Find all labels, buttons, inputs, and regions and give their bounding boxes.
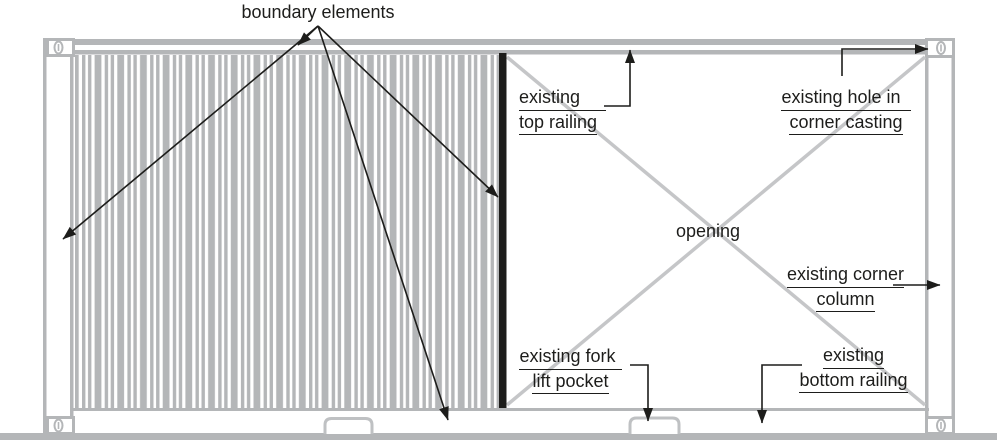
leader-top-railing — [604, 49, 635, 107]
top-railing-inner — [75, 50, 925, 55]
corner-casting-bottom-right — [925, 416, 955, 435]
label-text: opening — [676, 221, 741, 241]
label-text: corner casting — [789, 111, 903, 135]
label-text: lift pocket — [532, 370, 609, 394]
label-opening: opening — [676, 220, 740, 244]
label-text: existing hole in — [781, 86, 911, 111]
left-corner-column-outer — [43, 38, 47, 433]
fork-lift-pockets — [323, 416, 681, 434]
label-existing-corner-column: existing corner column — [777, 263, 914, 312]
label-text: existing fork — [519, 345, 622, 370]
leader-bottom-railing — [757, 364, 802, 424]
leader-fork-pocket — [630, 364, 653, 422]
label-existing-bottom-railing: existing bottom railing — [788, 344, 919, 393]
corner-casting-top-left — [46, 38, 75, 57]
diagonal-brace — [505, 55, 927, 407]
label-existing-fork-lift-pocket: existing fork lift pocket — [512, 345, 629, 394]
right-corner-column-outer — [951, 38, 955, 433]
label-text: column — [816, 288, 875, 312]
corrugated-wall-panel — [75, 55, 499, 408]
right-corner-column-inner — [925, 55, 929, 416]
leader-hole-casting — [841, 44, 929, 76]
label-text: boundary elements — [241, 2, 395, 22]
label-existing-hole-in-corner-casting: existing hole in corner casting — [775, 86, 917, 135]
arrow-to-top-rail — [297, 25, 319, 46]
bottom-railing-line — [73, 408, 929, 411]
label-boundary-elements: boundary elements — [225, 1, 411, 25]
bottom-edge-band — [0, 433, 997, 440]
opening-cross-bracing — [505, 55, 927, 407]
arrow-to-boundary-bar — [317, 25, 499, 198]
corner-casting-top-right — [925, 38, 955, 58]
label-existing-top-railing: existing top railing — [519, 86, 607, 135]
arrow-to-left-column — [62, 25, 319, 240]
fork-pocket-left — [323, 417, 374, 434]
arrow-to-bottom-rail — [317, 25, 449, 421]
label-text: existing corner — [786, 263, 905, 288]
left-corner-column-inner — [70, 55, 74, 416]
label-leader-arrows — [604, 44, 941, 424]
fork-pocket-right — [628, 416, 681, 434]
top-railing-outer — [75, 39, 925, 45]
corner-casting-bottom-left — [46, 416, 75, 435]
boundary-elements-arrows — [62, 25, 499, 421]
boundary-element-bar — [499, 53, 507, 408]
corner-castings — [46, 38, 955, 435]
label-text: existing — [519, 86, 607, 111]
label-text: bottom railing — [799, 369, 908, 393]
label-text: top railing — [519, 111, 598, 135]
label-text: existing — [822, 344, 885, 369]
